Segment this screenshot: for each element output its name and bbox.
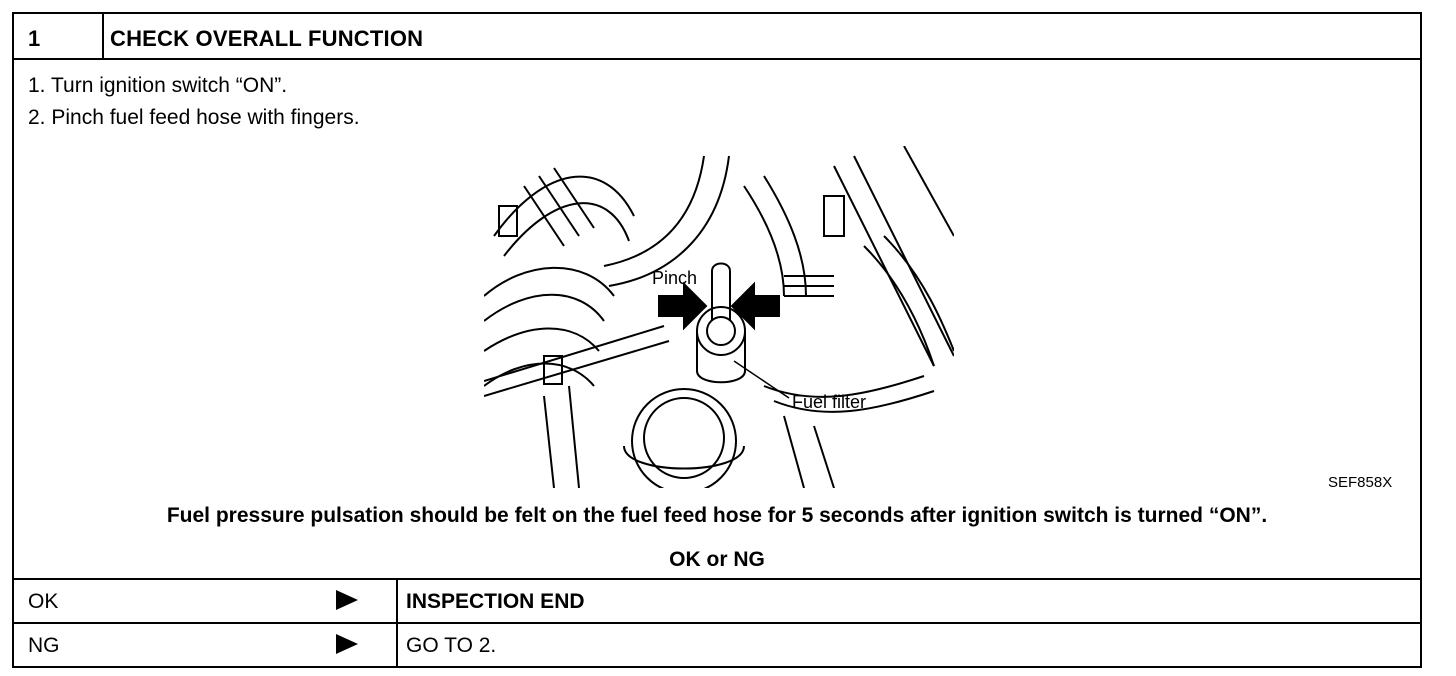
arrow-right-icon	[336, 634, 358, 654]
row-divider	[396, 624, 398, 666]
expected-result: Fuel pressure pulsation should be felt o…	[166, 504, 1268, 527]
decision-label: OK or NG	[669, 548, 765, 571]
row-divider	[396, 580, 398, 622]
action-ok: INSPECTION END	[406, 590, 585, 613]
result-table: OK INSPECTION END NG GO TO 2.	[14, 578, 1420, 666]
procedure-frame: 1 CHECK OVERALL FUNCTION 1. Turn ignitio…	[12, 12, 1422, 668]
result-row-ng: NG GO TO 2.	[14, 622, 1420, 666]
procedure-header: 1 CHECK OVERALL FUNCTION	[14, 14, 1420, 60]
label-fuel-filter: Fuel filter	[792, 392, 866, 412]
step-number: 1	[28, 26, 41, 51]
condition-ng: NG	[28, 634, 60, 657]
instruction-step: 2. Pinch fuel feed hose with fingers.	[28, 106, 360, 129]
action-ng: GO TO 2.	[406, 634, 497, 657]
result-row-ok: OK INSPECTION END	[14, 578, 1420, 622]
instruction-list: 1. Turn ignition switch “ON”. 2. Pinch f…	[28, 70, 360, 134]
condition-ok: OK	[28, 590, 59, 613]
arrow-right-icon	[336, 590, 358, 610]
figure-code: SEF858X	[1328, 474, 1393, 491]
header-divider	[102, 14, 104, 58]
procedure-title: CHECK OVERALL FUNCTION	[110, 26, 424, 51]
fuel-filter-illustration: Pinch Fuel filter	[484, 146, 954, 488]
label-pinch: Pinch	[652, 268, 697, 288]
instruction-step: 1. Turn ignition switch “ON”.	[28, 74, 288, 97]
